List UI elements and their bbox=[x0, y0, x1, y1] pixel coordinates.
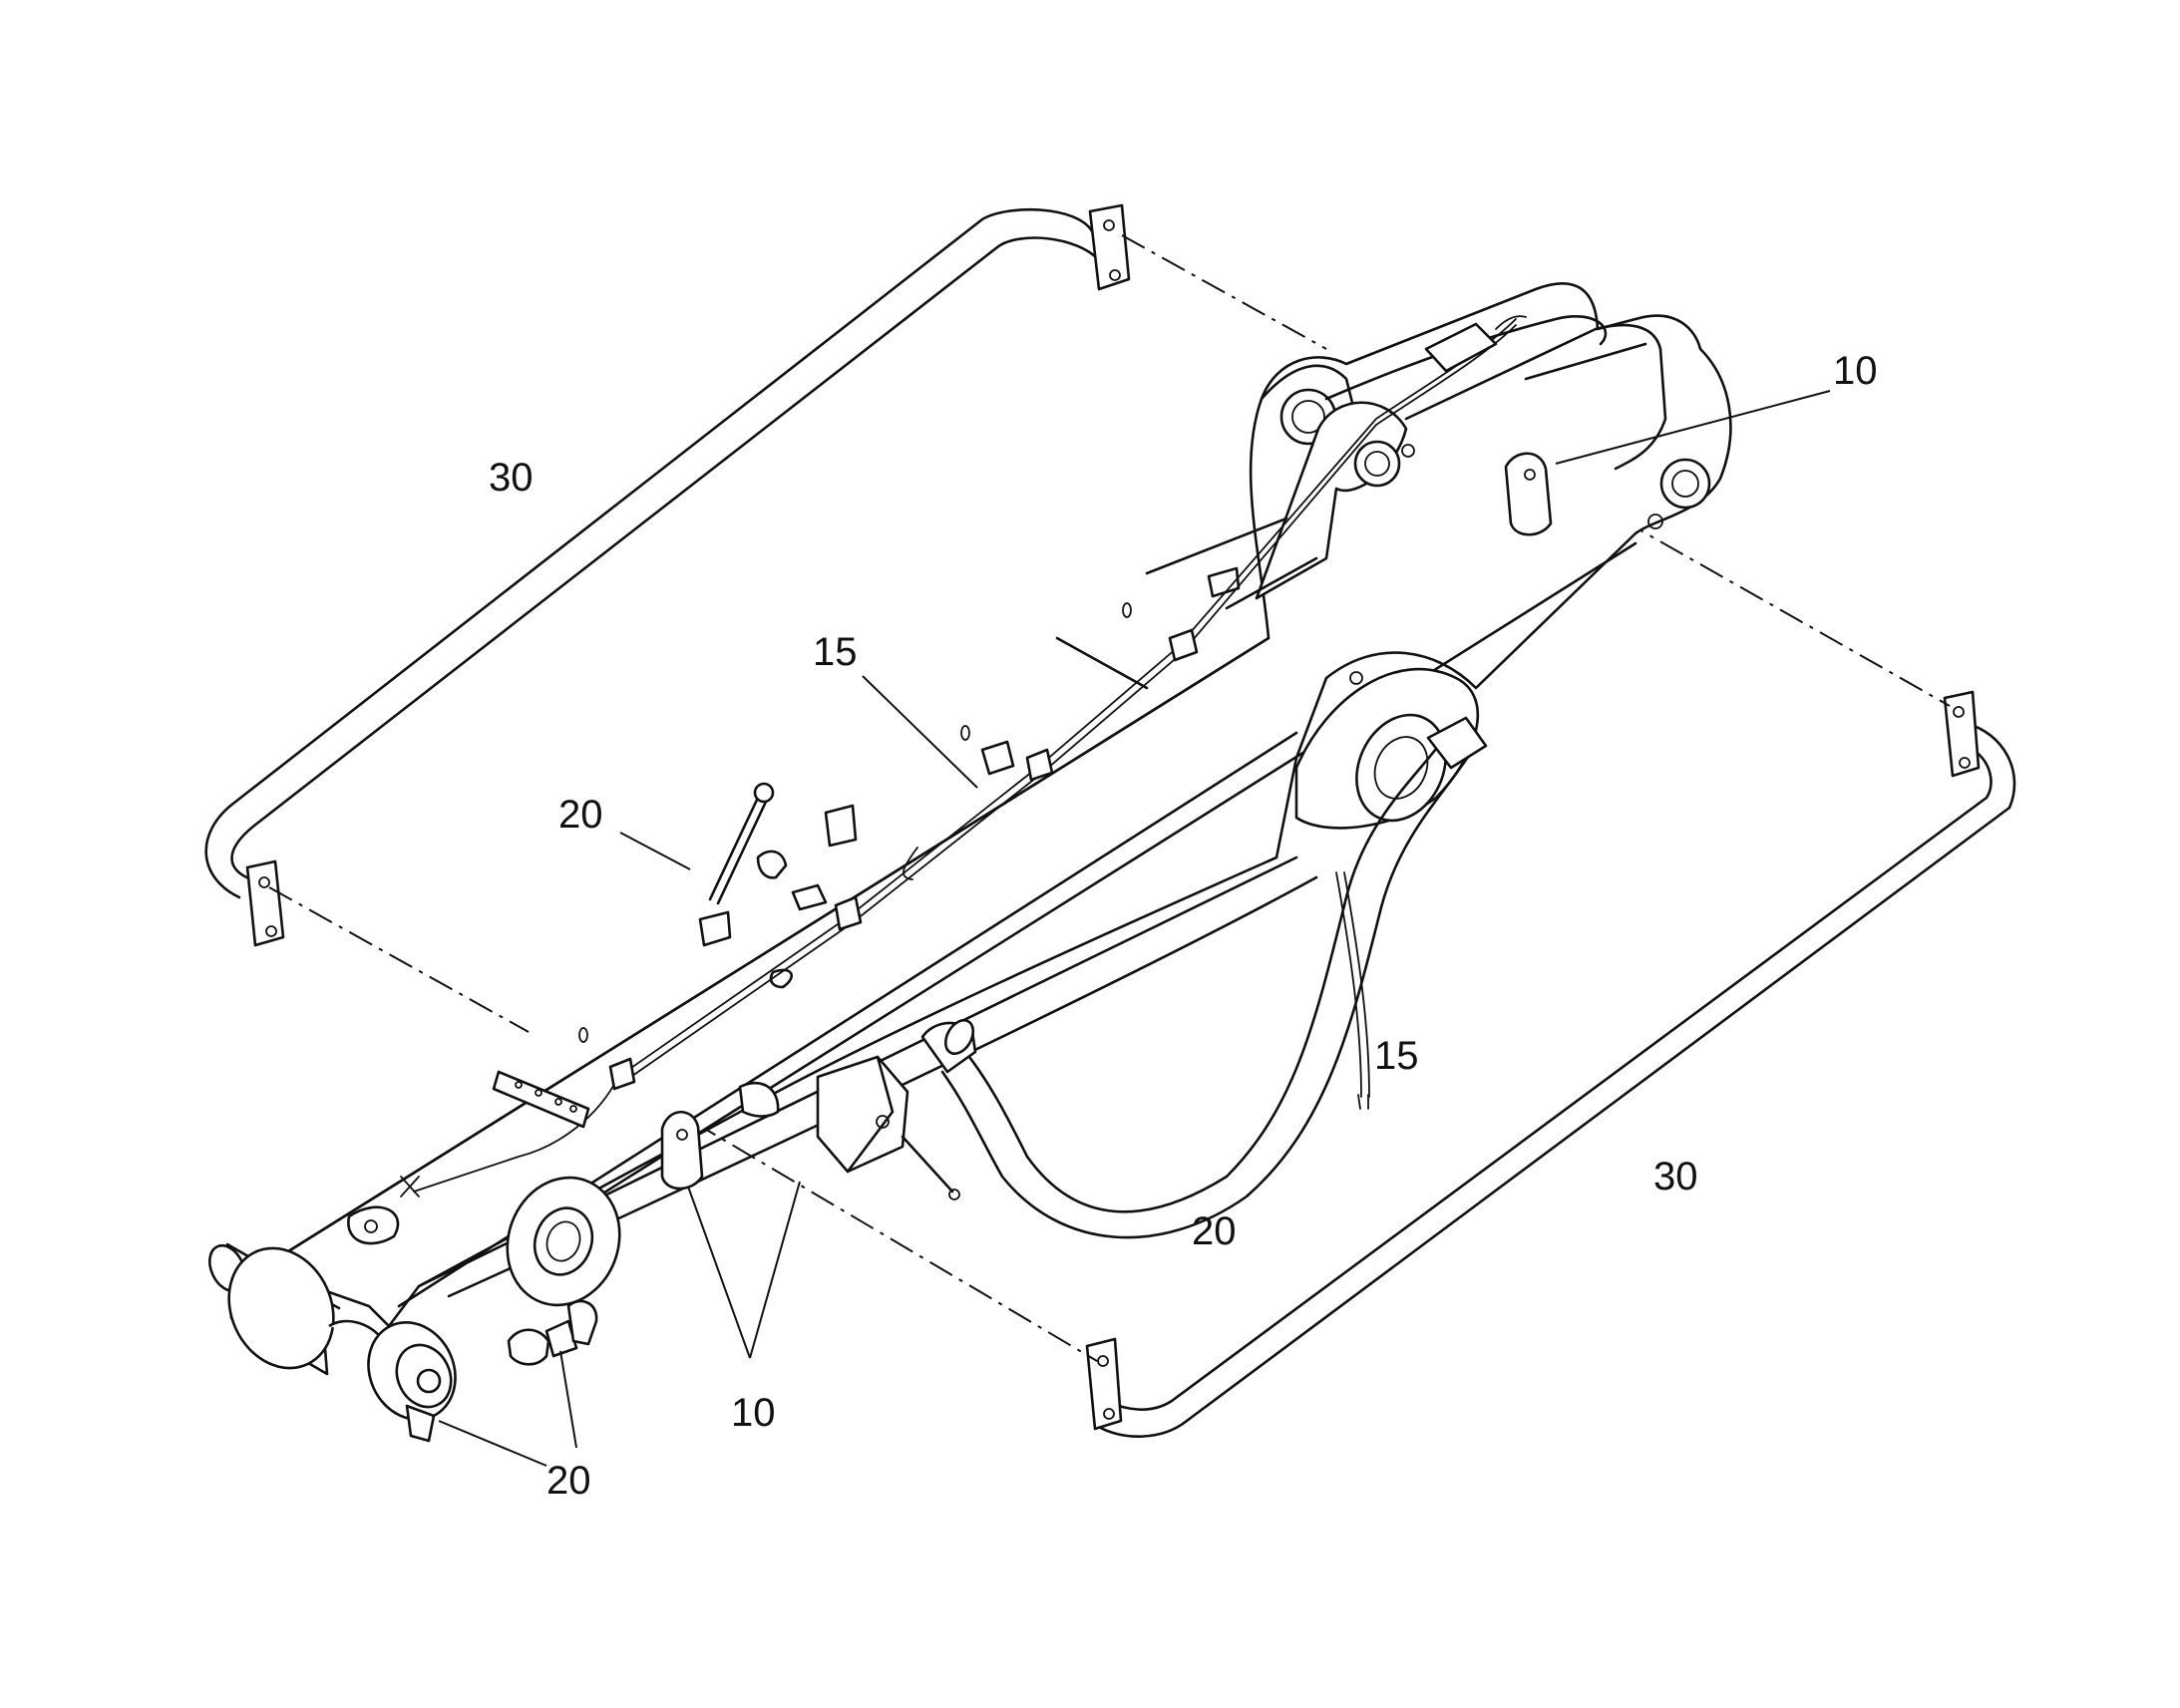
callout-30-left: 30 bbox=[489, 456, 534, 500]
callout-15-top: 15 bbox=[813, 630, 858, 674]
leader-lines bbox=[438, 390, 1831, 1467]
callout-30-right: 30 bbox=[1653, 1155, 1698, 1198]
boom-arm bbox=[208, 282, 1732, 1443]
callout-labels: 30 10 15 20 15 30 20 10 20 bbox=[489, 349, 1878, 1503]
callout-20-upper: 20 bbox=[558, 793, 603, 837]
callout-10-lower: 10 bbox=[731, 1391, 776, 1435]
guard-rail-left bbox=[204, 203, 1131, 947]
guard-rail-right bbox=[1085, 690, 2016, 1438]
mounting-axis-lines bbox=[268, 234, 1951, 1362]
callout-20-lower: 20 bbox=[546, 1459, 591, 1503]
callout-15-right: 15 bbox=[1374, 1034, 1419, 1078]
callout-10-right: 10 bbox=[1833, 349, 1878, 393]
callout-20-hose: 20 bbox=[1192, 1209, 1237, 1253]
